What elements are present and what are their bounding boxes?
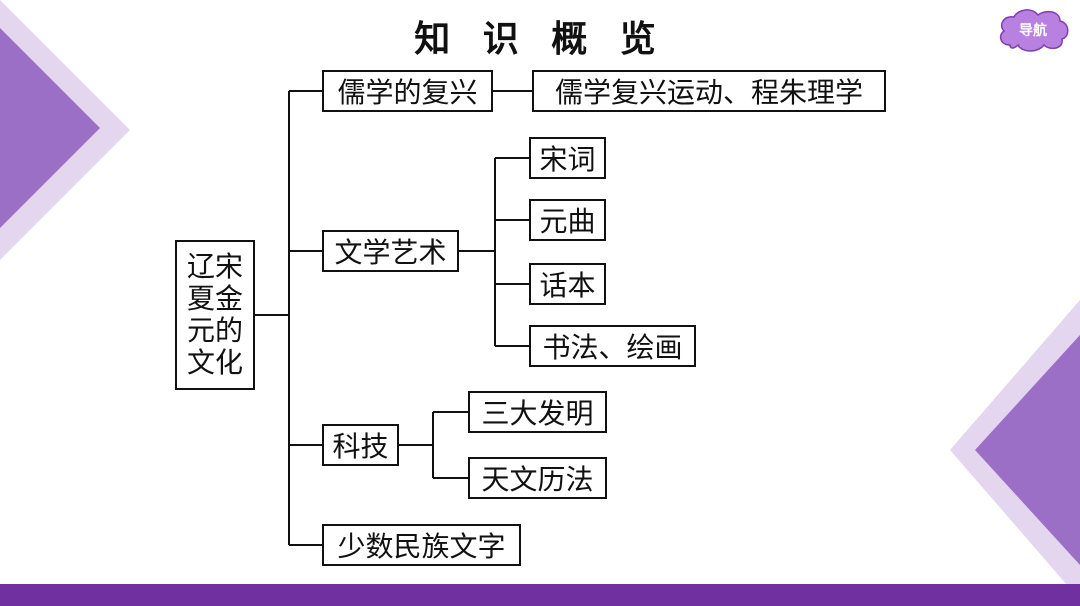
bottom-accent-bar <box>0 584 1080 606</box>
node-astronomy-calendar: 天文历法 <box>468 457 607 499</box>
left-deco-dark <box>0 28 100 228</box>
node-three-inventions: 三大发明 <box>468 391 607 433</box>
node-confucian-revival: 儒学的复兴 <box>322 70 493 112</box>
node-yuan-qu: 元曲 <box>529 199 606 241</box>
node-confucian-detail: 儒学复兴运动、程朱理学 <box>532 70 886 112</box>
root-line-4: 文化 <box>186 346 243 379</box>
nav-button-label: 导航 <box>1019 23 1047 39</box>
node-huaben: 话本 <box>529 263 606 305</box>
node-calligraphy-painting: 书法、绘画 <box>529 325 696 367</box>
root-line-1: 辽宋 <box>186 250 243 283</box>
root-node: 辽宋 夏金 元的 文化 <box>175 240 255 390</box>
root-line-3: 元的 <box>186 314 243 347</box>
node-minority-scripts: 少数民族文字 <box>322 524 521 566</box>
root-line-2: 夏金 <box>186 282 243 315</box>
node-song-ci: 宋词 <box>529 137 606 179</box>
cloud-icon <box>999 9 1069 52</box>
page-title: 知 识 概 览 <box>414 19 666 60</box>
node-science: 科技 <box>322 424 399 466</box>
nav-button[interactable]: 导航 <box>996 7 1070 53</box>
right-deco-dark <box>975 335 1080 565</box>
node-literature-art: 文学艺术 <box>322 230 459 272</box>
